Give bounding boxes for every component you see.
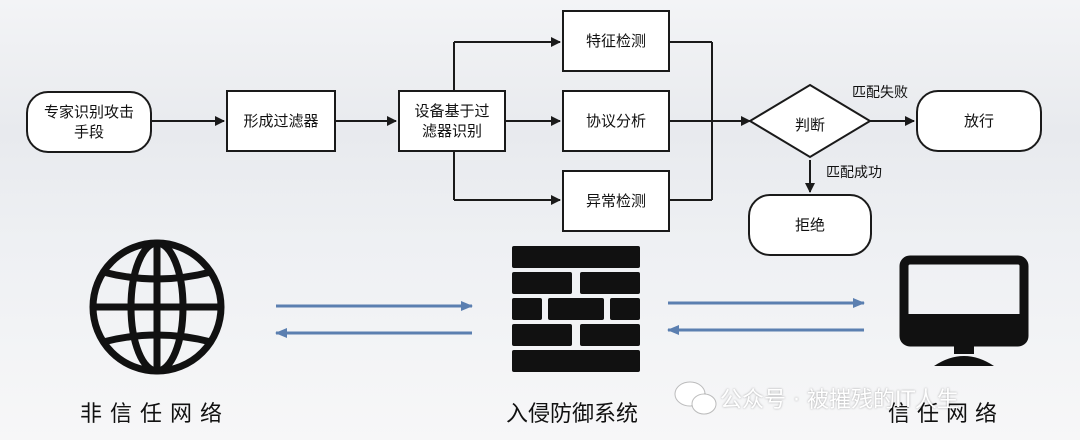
edge-label-match-fail: 匹配失败: [852, 85, 908, 101]
node-feature-detect: 特征检测: [562, 10, 670, 72]
node-reject: 拒绝: [748, 194, 872, 256]
judge-diamond: [748, 83, 872, 159]
label-ips: 入侵防御系统: [506, 402, 639, 427]
wechat-icon: [674, 381, 717, 415]
label-trusted-network: 信 任 网 络: [888, 402, 997, 427]
node-form-filter-label: 形成过滤器: [243, 112, 319, 130]
node-pass-label: 放行: [963, 112, 994, 130]
node-form-filter: 形成过滤器: [226, 90, 336, 152]
watermark: 公众号 · 被摧残的IT人生: [668, 378, 959, 418]
edge-label-match-success: 匹配成功: [826, 165, 882, 181]
node-feature-detect-label: 特征检测: [585, 32, 646, 50]
watermark-text: 公众号 · 被摧残的IT人生: [720, 388, 959, 413]
node-judge-label: 判断: [794, 115, 825, 134]
firewall-icon: [512, 246, 640, 372]
monitor-icon: [899, 255, 1029, 366]
label-untrusted-network: 非信任网络: [80, 402, 231, 427]
node-device-identify: 设备基于过 滤器识别: [398, 90, 506, 152]
globe-icon: [89, 239, 225, 375]
node-expert-identify-line2: 手段: [73, 123, 104, 141]
node-anomaly-detect-label: 异常检测: [585, 192, 646, 210]
node-expert-identify: 专家识别攻击 手段: [26, 91, 152, 153]
node-device-identify-line2: 滤器识别: [421, 122, 482, 140]
node-protocol-analysis-label: 协议分析: [585, 112, 646, 130]
node-pass: 放行: [916, 90, 1042, 152]
node-protocol-analysis: 协议分析: [562, 90, 670, 152]
node-anomaly-detect: 异常检测: [562, 170, 670, 232]
node-device-identify-line1: 设备基于过: [414, 102, 490, 120]
node-reject-label: 拒绝: [794, 216, 825, 234]
node-expert-identify-line1: 专家识别攻击: [43, 103, 134, 121]
